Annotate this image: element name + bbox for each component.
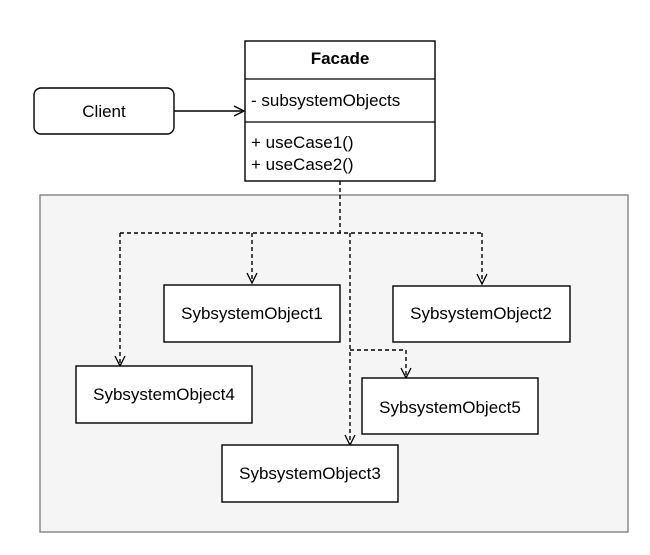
subsystem-object-3[interactable]: SybsystemObject3 [221,444,399,503]
client-label: Client [82,102,126,121]
facade-operation: + useCase1() [251,133,354,152]
subsystem-object-label: SybsystemObject3 [239,464,381,483]
subsystem-object-5[interactable]: SybsystemObject5 [361,377,539,435]
dependency-connectors [120,181,482,445]
facade-operation: + useCase2() [251,155,354,174]
subsystem-object-label: SybsystemObject4 [93,385,235,404]
subsystem-object-label: SybsystemObject5 [379,398,521,417]
client-node[interactable]: Client [33,87,175,135]
dependency-to-obj5 [350,349,406,378]
facade-title: Facade [311,49,370,68]
subsystem-object-label: SybsystemObject1 [181,304,323,323]
facade-class[interactable]: Facade - subsystemObjects + useCase1() +… [244,40,436,182]
subsystem-object-1[interactable]: SybsystemObject1 [163,284,341,343]
subsystem-object-label: SybsystemObject2 [410,304,552,323]
subsystem-object-4[interactable]: SybsystemObject4 [75,365,253,424]
subsystem-object-2[interactable]: SybsystemObject2 [392,285,571,343]
facade-attribute: - subsystemObjects [251,91,400,110]
